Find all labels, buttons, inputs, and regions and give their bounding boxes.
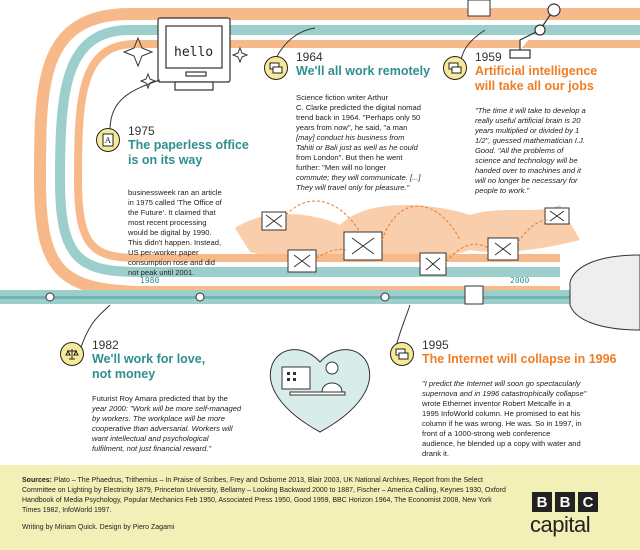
entry-body-line: column if he was wrong. He was. So in 19… [422,419,582,428]
entry-year: 1964 [296,50,323,64]
entry-body-line: US per-worker paper [128,248,199,257]
entry-title-line1: Artificial intelligence [475,64,598,78]
entry-1964: 1964 We'll all work remotely Science fic… [296,50,466,193]
entry-body-line: trend back in 1964. "Perhaps only 50 [296,113,421,122]
entry-1995: 1995 The Internet will collapse in 1996 … [422,338,632,459]
entry-year: 1975 [128,124,155,138]
entry-body-line: C. Clarke predicted the digital nomad [296,103,421,112]
entry-body-line: 1995 InfoWorld column. He promised to ea… [422,409,581,418]
entry-body-line: handed over to machines and it [475,166,581,175]
entry-body-line: year 2000: "Work will be more self-manag… [92,404,242,413]
entry-body-line: "I predict the Internet will soon go spe… [422,379,581,388]
entry-title-line2: not money [92,367,156,381]
capital-wordmark: capital [530,512,591,537]
entry-body-line: will no longer be necessary for [475,176,578,185]
entry-body-line: further: "Men will no longer [296,163,387,172]
entry-1959: 1959 Artificial intelligence will take a… [475,50,635,196]
document-icon: A [96,128,120,152]
entry-body-line: fulfilment, not just financial reward." [92,444,212,453]
entry-body-line: drank it. [422,449,450,458]
entry-body-line: people to work." [475,186,530,195]
entry-title-line2: is on its way [128,153,203,167]
entry-body-line: not peak until 2001. [128,268,195,277]
entry-body-line: would be digital by 1990. [128,228,212,237]
entry-year: 1995 [422,338,449,352]
entry-title-line2: will take all our jobs [475,79,594,93]
chat-icon [390,342,414,366]
entry-1975: 1975 The paperless office is on its way … [128,124,268,278]
bbc-logo: B B C [532,492,598,512]
entry-body-line: They will travel only for pleasure." [296,183,410,192]
timeline-mark-1980: 1980 [140,276,160,285]
entry-body-line: science and technology will be [475,156,578,165]
entry-year: 1982 [92,338,119,352]
entry-year: 1959 [475,50,502,64]
entry-body-line: businessweek ran an article [128,188,222,197]
entry-body-line: most recent processing [128,218,207,227]
entry-body-line: by workers. The workplace will be more [92,414,225,423]
entry-body-line: years multiplied or divided by 1 [475,126,580,135]
entry-body-line: front of a 1000-strong web conference [422,429,551,438]
entry-body-line: supernova and in 1996 catastrophically c… [422,389,587,398]
entry-body-line: commute; they will communicate. [...] [296,173,421,182]
entry-body-line: Good. "All the problems of [475,146,564,155]
entry-body-line: Futurist Roy Amara predicted that by the [92,394,228,403]
entry-body-line: Tahiti or Bali just as well as he could [296,143,418,152]
entry-body-line: consumption rose and did [128,258,215,267]
sources: Sources: Plato – The Phaedrus, Trithemiu… [22,476,512,516]
svg-text:A: A [104,136,111,145]
entry-title-line1: We'll work for love, [92,352,206,366]
entry-body-line: [may] conduct his business from [296,133,405,142]
scales-icon [60,342,84,366]
entry-body-line: This didn't happen. Instead, [128,238,222,247]
bbc-letter: B [532,492,552,512]
entry-title-line1: The paperless office [128,138,249,152]
bbc-letter: B [555,492,575,512]
timeline-mark-2000: 2000 [510,276,530,285]
entry-body-line: really useful artificial brain is 20 [475,116,581,125]
computer-screen-text: hello [174,45,213,60]
entry-body-line: want intellectual and psychological [92,434,209,443]
entry-body-line: Science fiction writer Arthur [296,93,389,102]
entry-body-line: audience, he blended up a copy with wate… [422,439,581,448]
entry-title-line1: We'll all work remotely [296,64,431,78]
chat-icon [264,56,288,80]
chat-icon [443,56,467,80]
sources-label: Sources: [22,477,52,484]
entry-body-line: cooperative than adversarial. Workers wi… [92,424,233,433]
bbc-letter: C [578,492,598,512]
credits: Writing by Miriam Quick. Design by Piero… [22,524,175,531]
entry-body-line: from London". But then he went [296,153,403,162]
entry-title-line1: The Internet will collapse in 1996 [422,352,617,366]
entry-body-line: 1/2", guessed mathematician I.J. [475,136,585,145]
entry-body-line: "The time it will take to develop a [475,106,586,115]
sources-text: Plato – The Phaedrus, Trithemius – In Pr… [22,477,506,514]
entry-body-line: in 1975 called 'The Office of [128,198,222,207]
entry-body-line: the Future'. It claimed that [128,208,216,217]
entry-body-line: wrote Ethernet inventor Robert Metcalfe … [422,399,571,408]
entry-1982: 1982 We'll work for love, not money Futu… [92,338,282,454]
entry-body-line: years from now", he said, "a man [296,123,408,132]
